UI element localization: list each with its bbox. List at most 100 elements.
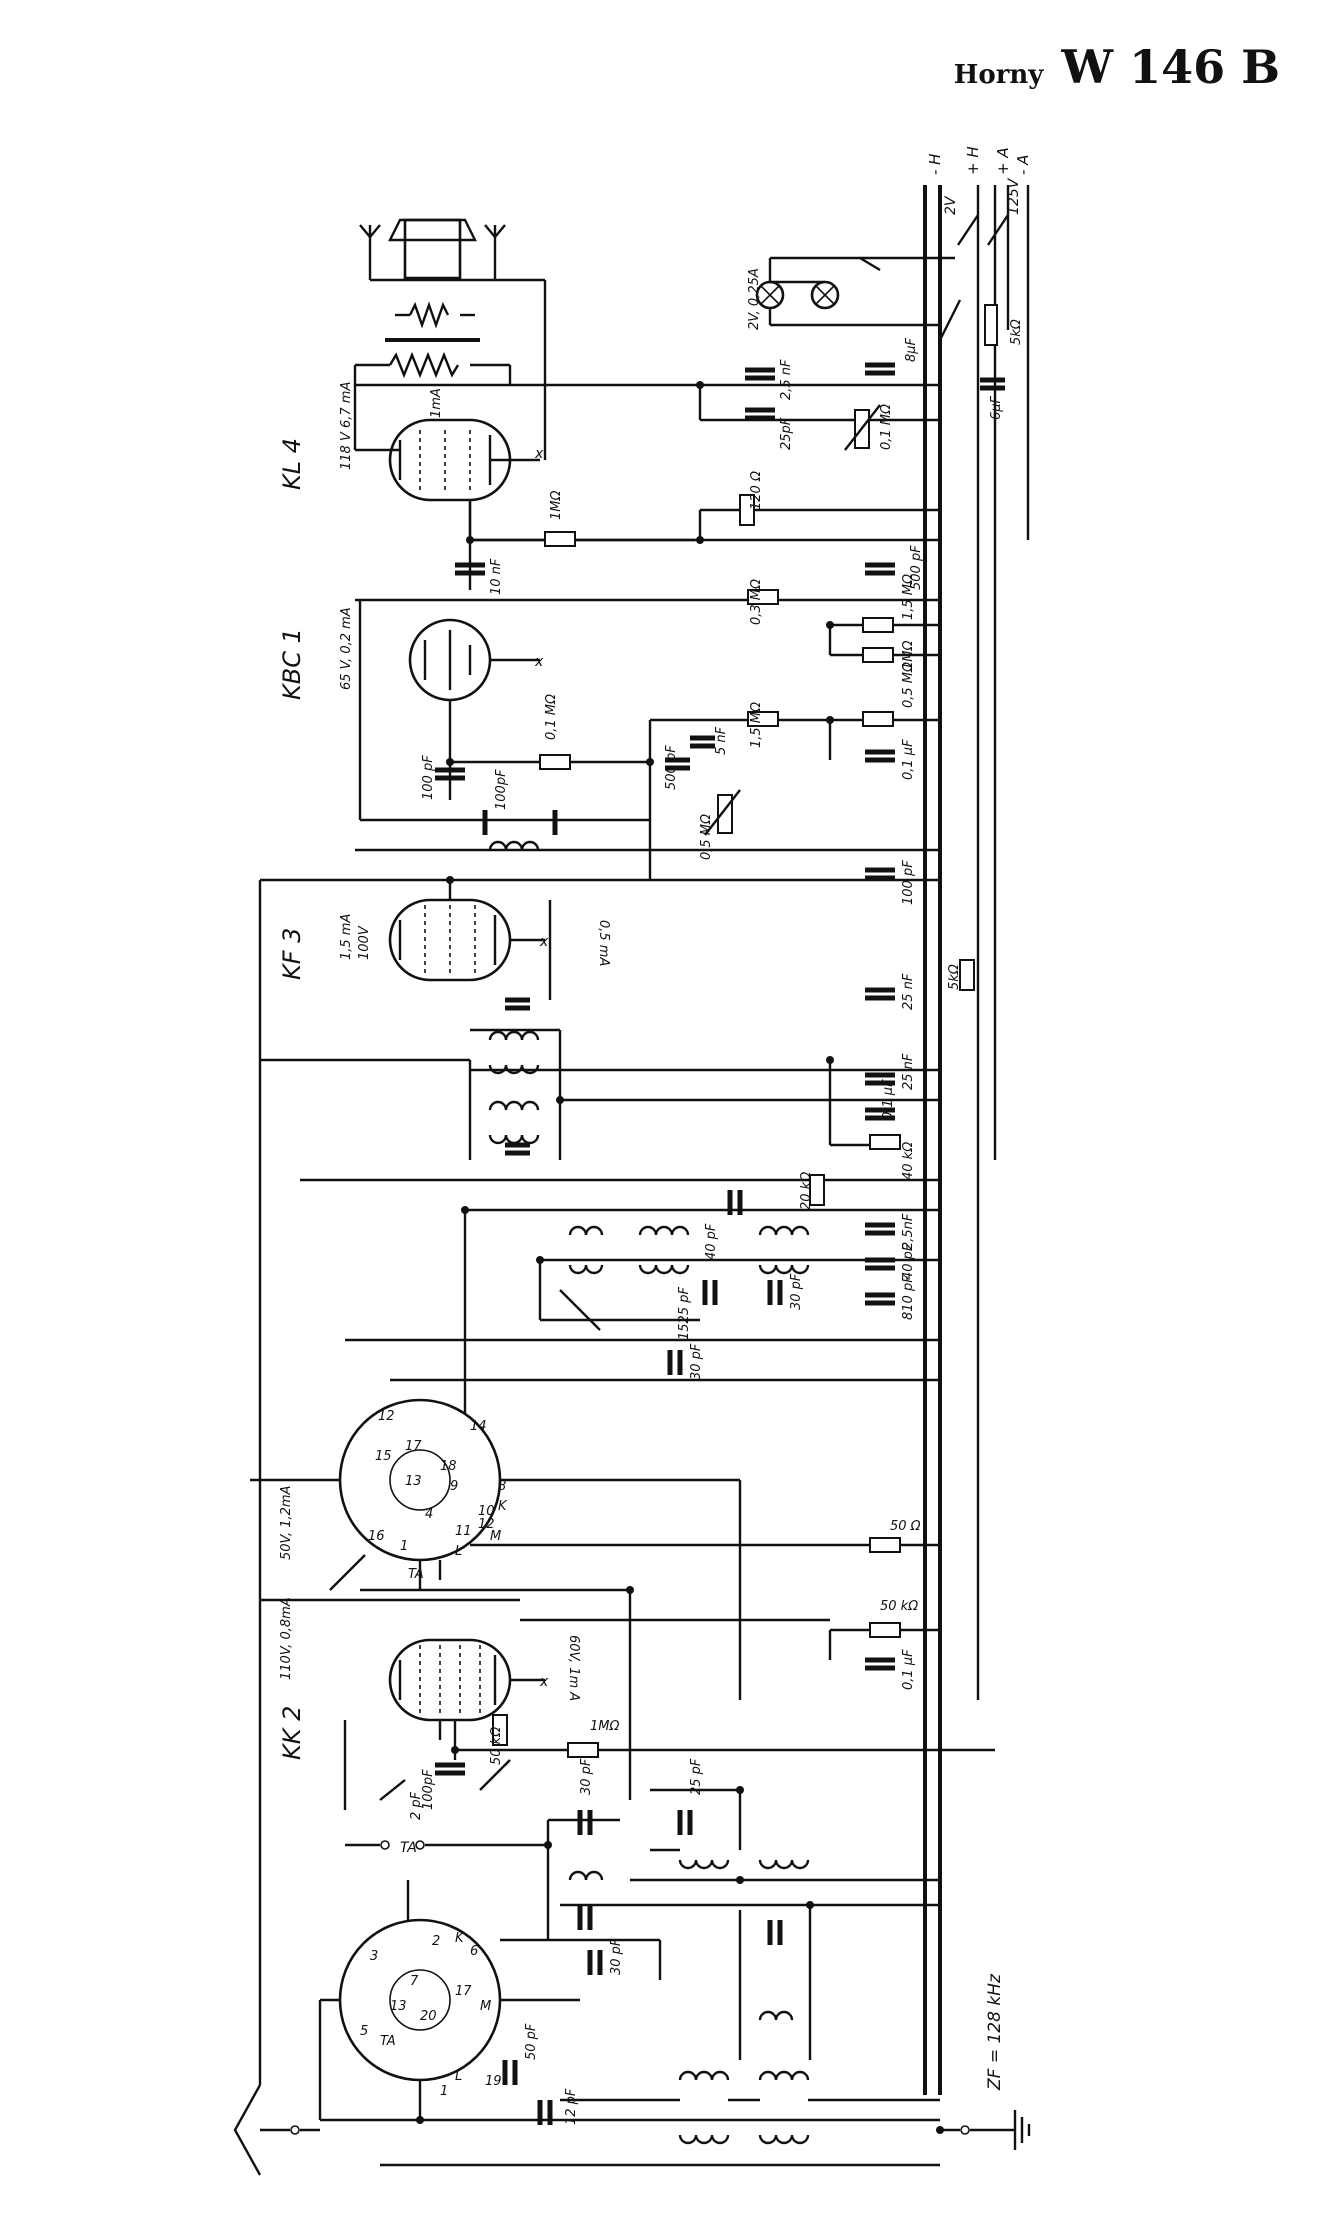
output-transformer-primary	[388, 351, 460, 379]
label-50pf: 50 pF	[524, 2023, 539, 2060]
label-8uf: 8µF	[904, 337, 919, 362]
switch-side-components: 50 Ω 50 kΩ 0,1 µF	[520, 1519, 940, 1690]
brand-name: Horny	[953, 60, 1044, 90]
supply-terminals: - H + H + A - A 2V 125V	[926, 146, 1032, 215]
resistor-40k	[869, 1134, 901, 1150]
sw2-pin-m: M	[480, 1999, 491, 2014]
label-500pf-a: 500 pF	[909, 545, 924, 590]
sw2-pin-1: 1	[440, 2084, 448, 2099]
tube-kk2-label: KK 2	[278, 1706, 306, 1760]
terminal-plus-h: + H	[964, 146, 982, 175]
sw1-pin-16: 16	[368, 1529, 385, 1544]
rf-coil-4	[758, 2010, 794, 2021]
label-1525pf: 1525 pF	[677, 1287, 692, 1340]
label-30pf-d: 30 pF	[609, 1938, 624, 1975]
sw1-pin-12b: 12	[478, 1517, 495, 1532]
label-1-5m-a: 1,5 MΩ	[901, 574, 916, 620]
sw1-pin-4: 4	[425, 1507, 433, 1522]
sw2-pin-13: 13	[390, 1999, 407, 2014]
label-120: 120 Ω	[749, 471, 764, 510]
label-30pf-b: 30 pF	[689, 1343, 704, 1380]
label-2-5nf-a: 2,5 nF	[779, 359, 794, 400]
sw1-pin-8: 8	[498, 1479, 506, 1494]
osc-coil-1	[568, 1225, 604, 1236]
label-1m-c: 1MΩ	[590, 1719, 619, 1734]
sw1-pin-11: 11	[455, 1524, 472, 1539]
label-25nf-b: 25 nF	[901, 973, 916, 1010]
label-1m-a: 1MΩ	[549, 491, 564, 520]
label-25nf-c: 25 nF	[901, 1053, 916, 1090]
resistor-0-5m-a	[862, 711, 894, 727]
resistor-1m-b	[862, 647, 894, 663]
sw2-pin-19: 19	[485, 2074, 502, 2089]
label-25pf-b: 25 pF	[689, 1758, 704, 1795]
label-5nf: 5 nF	[714, 726, 729, 755]
rf-coil-2	[758, 1859, 810, 1870]
rf-coil-5	[678, 2070, 730, 2081]
label-40k: 40 kΩ	[901, 1142, 916, 1180]
speaker-section	[353, 218, 940, 460]
osc-coil-2	[568, 1264, 604, 1275]
if-transformers: 25 nF 5kΩ 25 nF 0,1 µF 40 kΩ	[260, 959, 975, 1180]
if-transformer-1-primary	[488, 1134, 540, 1145]
label-6uf: 6µF	[989, 395, 1004, 420]
label-810pf: 810 pF	[901, 1275, 916, 1320]
sw1-pin-13: 13	[405, 1474, 422, 1489]
tube-kf3-label: KF 3	[278, 928, 306, 980]
if-transformer-1-secondary	[488, 1100, 540, 1111]
wave-switch-upper: 12 17 14 15 13 16 18 9 8 K 1 4 11 10 12 …	[250, 1398, 940, 1800]
if-frequency: ZF = 128 kHz	[985, 1973, 1005, 2091]
label-2pf: 2 pF	[409, 1791, 424, 1820]
resistor-1m-c	[567, 1742, 599, 1758]
loudspeaker-icon	[403, 218, 462, 280]
wave-switch-lower: 2 3 7 13 K 6 5 TA 20 17 M 19 L 1	[318, 1880, 940, 2122]
resistor-50	[869, 1537, 901, 1553]
lower-rf-components: 30 pF 50 pF 12 pF	[380, 1903, 940, 2167]
label-25pf: 25pF	[779, 417, 794, 450]
sw1-pin-m: M	[490, 1529, 501, 1544]
svg-text:x: x	[539, 934, 549, 950]
tube-kk2: x KK 2 50V, 1,2mA 110V, 0,8mA 60V, 1m A …	[260, 1486, 995, 1820]
label-0-3m: 0,3 MΩ	[749, 579, 764, 625]
tube-kl4-label: KL 4	[278, 438, 306, 490]
sw2-pin-6: 6	[470, 1944, 478, 1959]
page-header: Horny W 146 B	[954, 40, 1280, 100]
ta-label: TA	[400, 1840, 417, 1856]
svg-text:x: x	[534, 654, 544, 670]
kf3-voltage: 100V	[357, 925, 372, 960]
antenna-ground: ZF = 128 kHz	[233, 880, 1031, 2176]
power-buses	[923, 185, 1030, 2095]
label-2-5nf-d: 2,5nF	[901, 1213, 916, 1250]
label-50: 50 Ω	[890, 1519, 921, 1534]
label-0-1uf-a: 0,1 µF	[901, 739, 916, 780]
label-0-1m-pot: 0,1 MΩ	[879, 404, 894, 450]
oscillator-section: 20 kΩ 40 pF 2,5nF 40 pF 1525 pF	[300, 1172, 940, 1500]
sw1-pin-10: 10	[478, 1504, 495, 1519]
label-0-1m: 0,1 MΩ	[544, 694, 559, 740]
sw2-pin-2: 2	[432, 1934, 440, 1949]
sw2-pin-l: L	[455, 2069, 462, 2084]
rf-coil-7	[678, 2134, 730, 2145]
terminal-minus-h: - H	[926, 154, 944, 175]
label-1m-b: 1MΩ	[901, 641, 916, 670]
label-2v: 2V	[943, 195, 959, 215]
label-5k-supply: 5kΩ	[1009, 319, 1024, 345]
sw1-pin-ta: TA	[408, 1567, 424, 1582]
resistor-5k-supply	[984, 304, 998, 346]
tube-kl4: x KL 4 118 V 6,7 mA 1mA	[278, 382, 695, 542]
sw1-pin-17: 17	[405, 1439, 422, 1454]
terminal-minus-a: - A	[1014, 155, 1032, 175]
kl4-grid-network: 10 nF 1MΩ 120 Ω	[455, 471, 940, 595]
antenna-icon	[233, 2084, 262, 2176]
rf-coil-8	[758, 2134, 810, 2145]
sw2-pin-3: 3	[370, 1949, 378, 1964]
label-50k-b: 50 kΩ	[489, 1727, 504, 1765]
sw1-pin-k: K	[498, 1499, 508, 1514]
tube-kf3: 100 pF x KF 3 1,5 mA 100V 0,5 mA	[260, 848, 940, 1000]
kf3-current: 1,5 mA	[339, 914, 354, 960]
label-40pf-a: 40 pF	[704, 1223, 719, 1260]
rf-coil-3	[568, 1870, 604, 1881]
svg-text:x: x	[539, 1674, 549, 1690]
resistor-0-1m	[539, 754, 571, 770]
